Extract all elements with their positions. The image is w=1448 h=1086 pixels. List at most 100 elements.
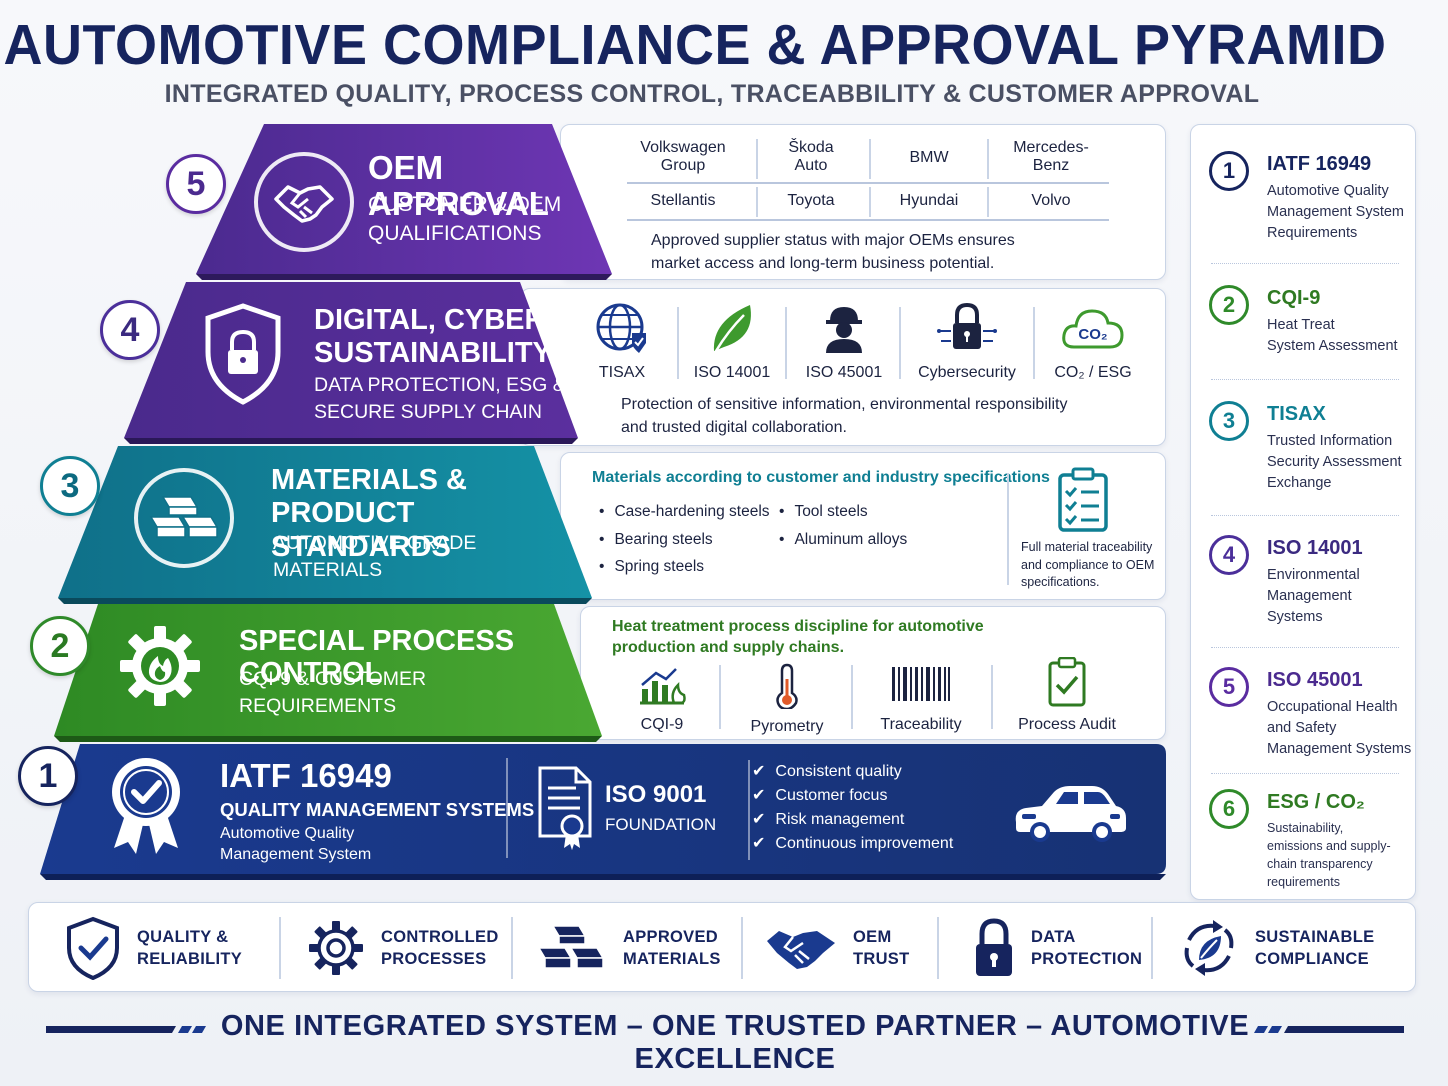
tier3-title-line1: MATERIALS & PRODUCT: [271, 464, 468, 530]
gear-icon: [309, 921, 363, 975]
bullet-spring: Spring steels: [599, 558, 704, 576]
tier4-note-line2: and trusted digital collaboration.: [621, 419, 847, 437]
tier3-heading: Materials according to customer and indu…: [592, 469, 1050, 486]
padlock-circuit-icon: [937, 302, 997, 349]
certificate-icon: [536, 764, 594, 855]
checklist-icon: [1057, 467, 1109, 538]
checkmark-icon: ✔: [752, 811, 766, 828]
tier4-subtitle-line1: DATA PROTECTION, ESG &: [314, 374, 566, 396]
decorative-stripes-left: [46, 1026, 206, 1033]
worker-icon: [826, 307, 862, 353]
handshake-icon: [254, 152, 354, 252]
page-subtitle: INTEGRATED QUALITY, PROCESS CONTROL, TRA…: [164, 80, 1260, 108]
tier4-block: DIGITAL, CYBER & SUSTAINABILITY DATA PRO…: [124, 282, 578, 444]
tier2-subtitle-line2: REQUIREMENTS: [239, 695, 397, 718]
tier4-title-line1: DIGITAL, CYBER &: [314, 304, 575, 336]
svg-text:CO₂: CO₂: [1078, 326, 1107, 343]
tier2-heading-line2: production and supply chains.: [612, 638, 845, 656]
tier5-note-line2: market access and long-term business pot…: [651, 255, 995, 273]
tier1-desc-line2: Management System: [220, 845, 372, 863]
shield-lock-icon: [202, 302, 284, 411]
check-customer-focus: ✔Customer focus: [752, 787, 888, 804]
tier3-block: MATERIALS & PRODUCT STANDARDS AUTOMOTIVE…: [58, 446, 592, 604]
tier1-badge: 1: [18, 746, 78, 806]
tier3-subtitle-line1: AUTOMOTIVE GRADE: [273, 532, 477, 554]
iso45001-item: ISO 45001: [803, 301, 885, 382]
tier3-side-line1: Full material traceability: [1021, 540, 1153, 554]
recycle-leaf-icon: [1184, 920, 1234, 976]
tier5-block: OEM APPROVAL CUSTOMER & OEM QUALIFICATIO…: [196, 124, 612, 280]
award-ribbon-icon: [106, 754, 186, 861]
tier4-note-line1: Protection of sensitive information, env…: [621, 396, 1068, 413]
tier3-side-line2: and compliance to OEM: [1021, 557, 1155, 572]
tier3-badge: 3: [40, 456, 100, 516]
tier2-subtitle-line1: CQI-9 & CUSTOMER: [239, 668, 427, 690]
tier1-desc-line1: Automotive Quality: [220, 825, 355, 842]
tier3-subtitle-line2: MATERIALS: [273, 559, 383, 582]
ingots-icon: [537, 925, 605, 969]
thermometer-icon: [776, 663, 798, 711]
globe-shield-icon: [596, 303, 646, 353]
traceability-item: Traceability: [871, 663, 971, 734]
cqi9-label: CQI-9: [640, 716, 684, 733]
tier3-panel: Materials according to customer and indu…: [560, 452, 1166, 600]
oem-bmw: BMW: [909, 149, 949, 166]
process-audit-label: Process Audit: [1018, 716, 1116, 733]
iso9001-subtitle: FOUNDATION: [605, 815, 717, 834]
check-continuous-improvement: ✔Continuous improvement: [752, 835, 954, 852]
tier5-badge: 5: [166, 154, 226, 214]
shield-check-icon: [67, 916, 119, 980]
tier5-title: OEM APPROVAL: [368, 149, 549, 223]
co2-esg-item: CO₂ CO₂ / ESG: [1051, 301, 1135, 382]
iso45001-label: ISO 45001: [805, 364, 883, 381]
cybersecurity-label: Cybersecurity: [918, 364, 1016, 381]
checkmark-icon: ✔: [752, 835, 766, 852]
iso14001-label: ISO 14001: [693, 364, 771, 381]
footer-tagline: ONE INTEGRATED SYSTEM – ONE TRUSTED PART…: [220, 1010, 1250, 1075]
tisax-label: TISAX: [598, 364, 646, 381]
oem-stellantis: Stellantis: [650, 192, 716, 209]
tier4-panel: TISAX ISO 14001 ISO 45001 Cybersecurity …: [520, 288, 1166, 446]
tier4-title-line2: SUSTAINABILITY: [314, 337, 552, 370]
tier4-subtitle-line2: SECURE SUPPLY CHAIN: [314, 401, 542, 424]
pyrometry-label: Pyrometry: [750, 718, 824, 735]
bullet-aluminum: Aluminum alloys: [779, 531, 907, 549]
chart-flame-icon: [640, 668, 686, 705]
oem-toyota: Toyota: [787, 192, 835, 209]
checkmark-icon: ✔: [752, 787, 766, 804]
checkmark-icon: ✔: [752, 763, 766, 780]
pyrometry-item: Pyrometry: [739, 663, 835, 736]
page-title: AUTOMOTIVE COMPLIANCE & APPROVAL PYRAMID: [3, 13, 1387, 77]
car-icon: [1010, 780, 1130, 849]
tier2-panel: Heat treatment process discipline for au…: [580, 606, 1166, 740]
tier5-subtitle-line2: QUALIFICATIONS: [368, 222, 542, 246]
oem-hyundai: Hyundai: [899, 192, 959, 209]
decorative-stripes-right: [1254, 1026, 1404, 1033]
co2-esg-label: CO₂ / ESG: [1054, 364, 1132, 381]
tier5-subtitle-line1: CUSTOMER & OEM: [368, 193, 562, 216]
clipboard-check-icon: [1048, 656, 1086, 707]
tier1-subtitle: QUALITY MANAGEMENT SYSTEMS: [220, 799, 535, 820]
oem-volvo: Volvo: [1031, 192, 1071, 209]
bullet-case-hardening: Case-hardening steels: [599, 503, 769, 521]
metal-ingots-icon: [134, 468, 234, 568]
tier2-block: SPECIAL PROCESS CONTROL CQI-9 & CUSTOMER…: [54, 604, 602, 742]
cqi9-item: CQI-9: [627, 663, 697, 734]
tier1-title: IATF 16949: [220, 757, 392, 794]
bullet-tool: Tool steels: [779, 503, 867, 521]
barcode-icon: [892, 667, 950, 701]
gear-flame-icon: [118, 624, 202, 713]
traceability-label: Traceability: [880, 716, 962, 733]
co2-cloud-icon: CO₂: [1062, 309, 1124, 349]
check-consistent-quality: ✔Consistent quality: [752, 763, 902, 780]
tier2-title: SPECIAL PROCESS CONTROL: [239, 625, 515, 689]
tier2-badge: 2: [30, 616, 90, 676]
